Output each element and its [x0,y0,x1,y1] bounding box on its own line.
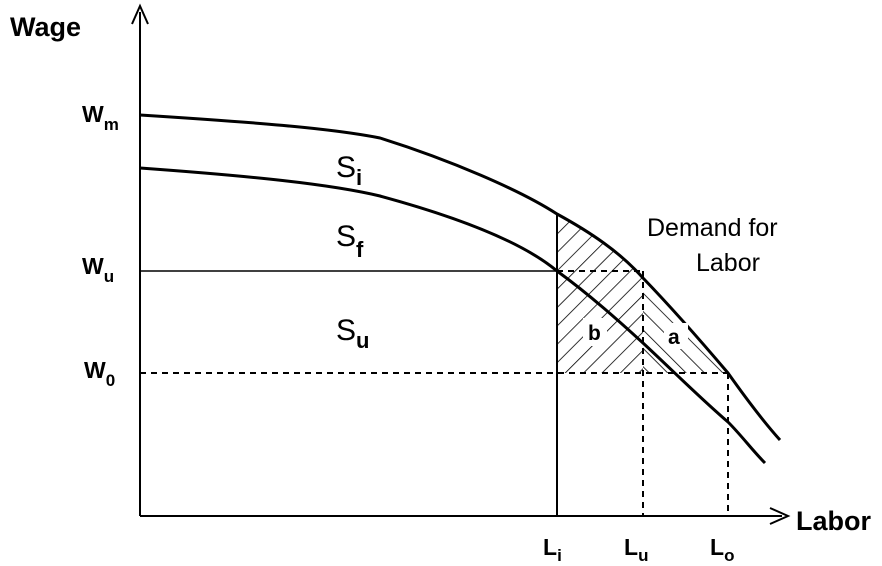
tick-wm: Wm [82,101,119,134]
x-axis-title: Labor [796,506,871,536]
tick-wu: Wu [82,253,114,286]
area-b-label: b [588,322,601,345]
y-axis-arrow [131,3,149,25]
demand-label-line2: Labor [696,249,760,277]
tick-lo: Lo [710,534,734,565]
region-su: Su [336,314,369,353]
tick-lu: Lu [624,534,648,565]
upper-curve [139,113,782,442]
tick-w0: W0 [84,357,115,390]
lower-curve [139,166,767,465]
area-a-label-bg [664,323,688,349]
x-axis-arrow [769,507,791,525]
area-a-label: a [668,326,680,349]
area-b-hatch [557,214,643,373]
region-sf: Sf [336,220,364,262]
area-b-label-bg [583,318,607,346]
region-si: Si [336,151,362,190]
y-axis-title: Wage [10,12,81,42]
demand-label-line1: Demand for [647,214,778,242]
tick-li: Li [543,534,562,565]
